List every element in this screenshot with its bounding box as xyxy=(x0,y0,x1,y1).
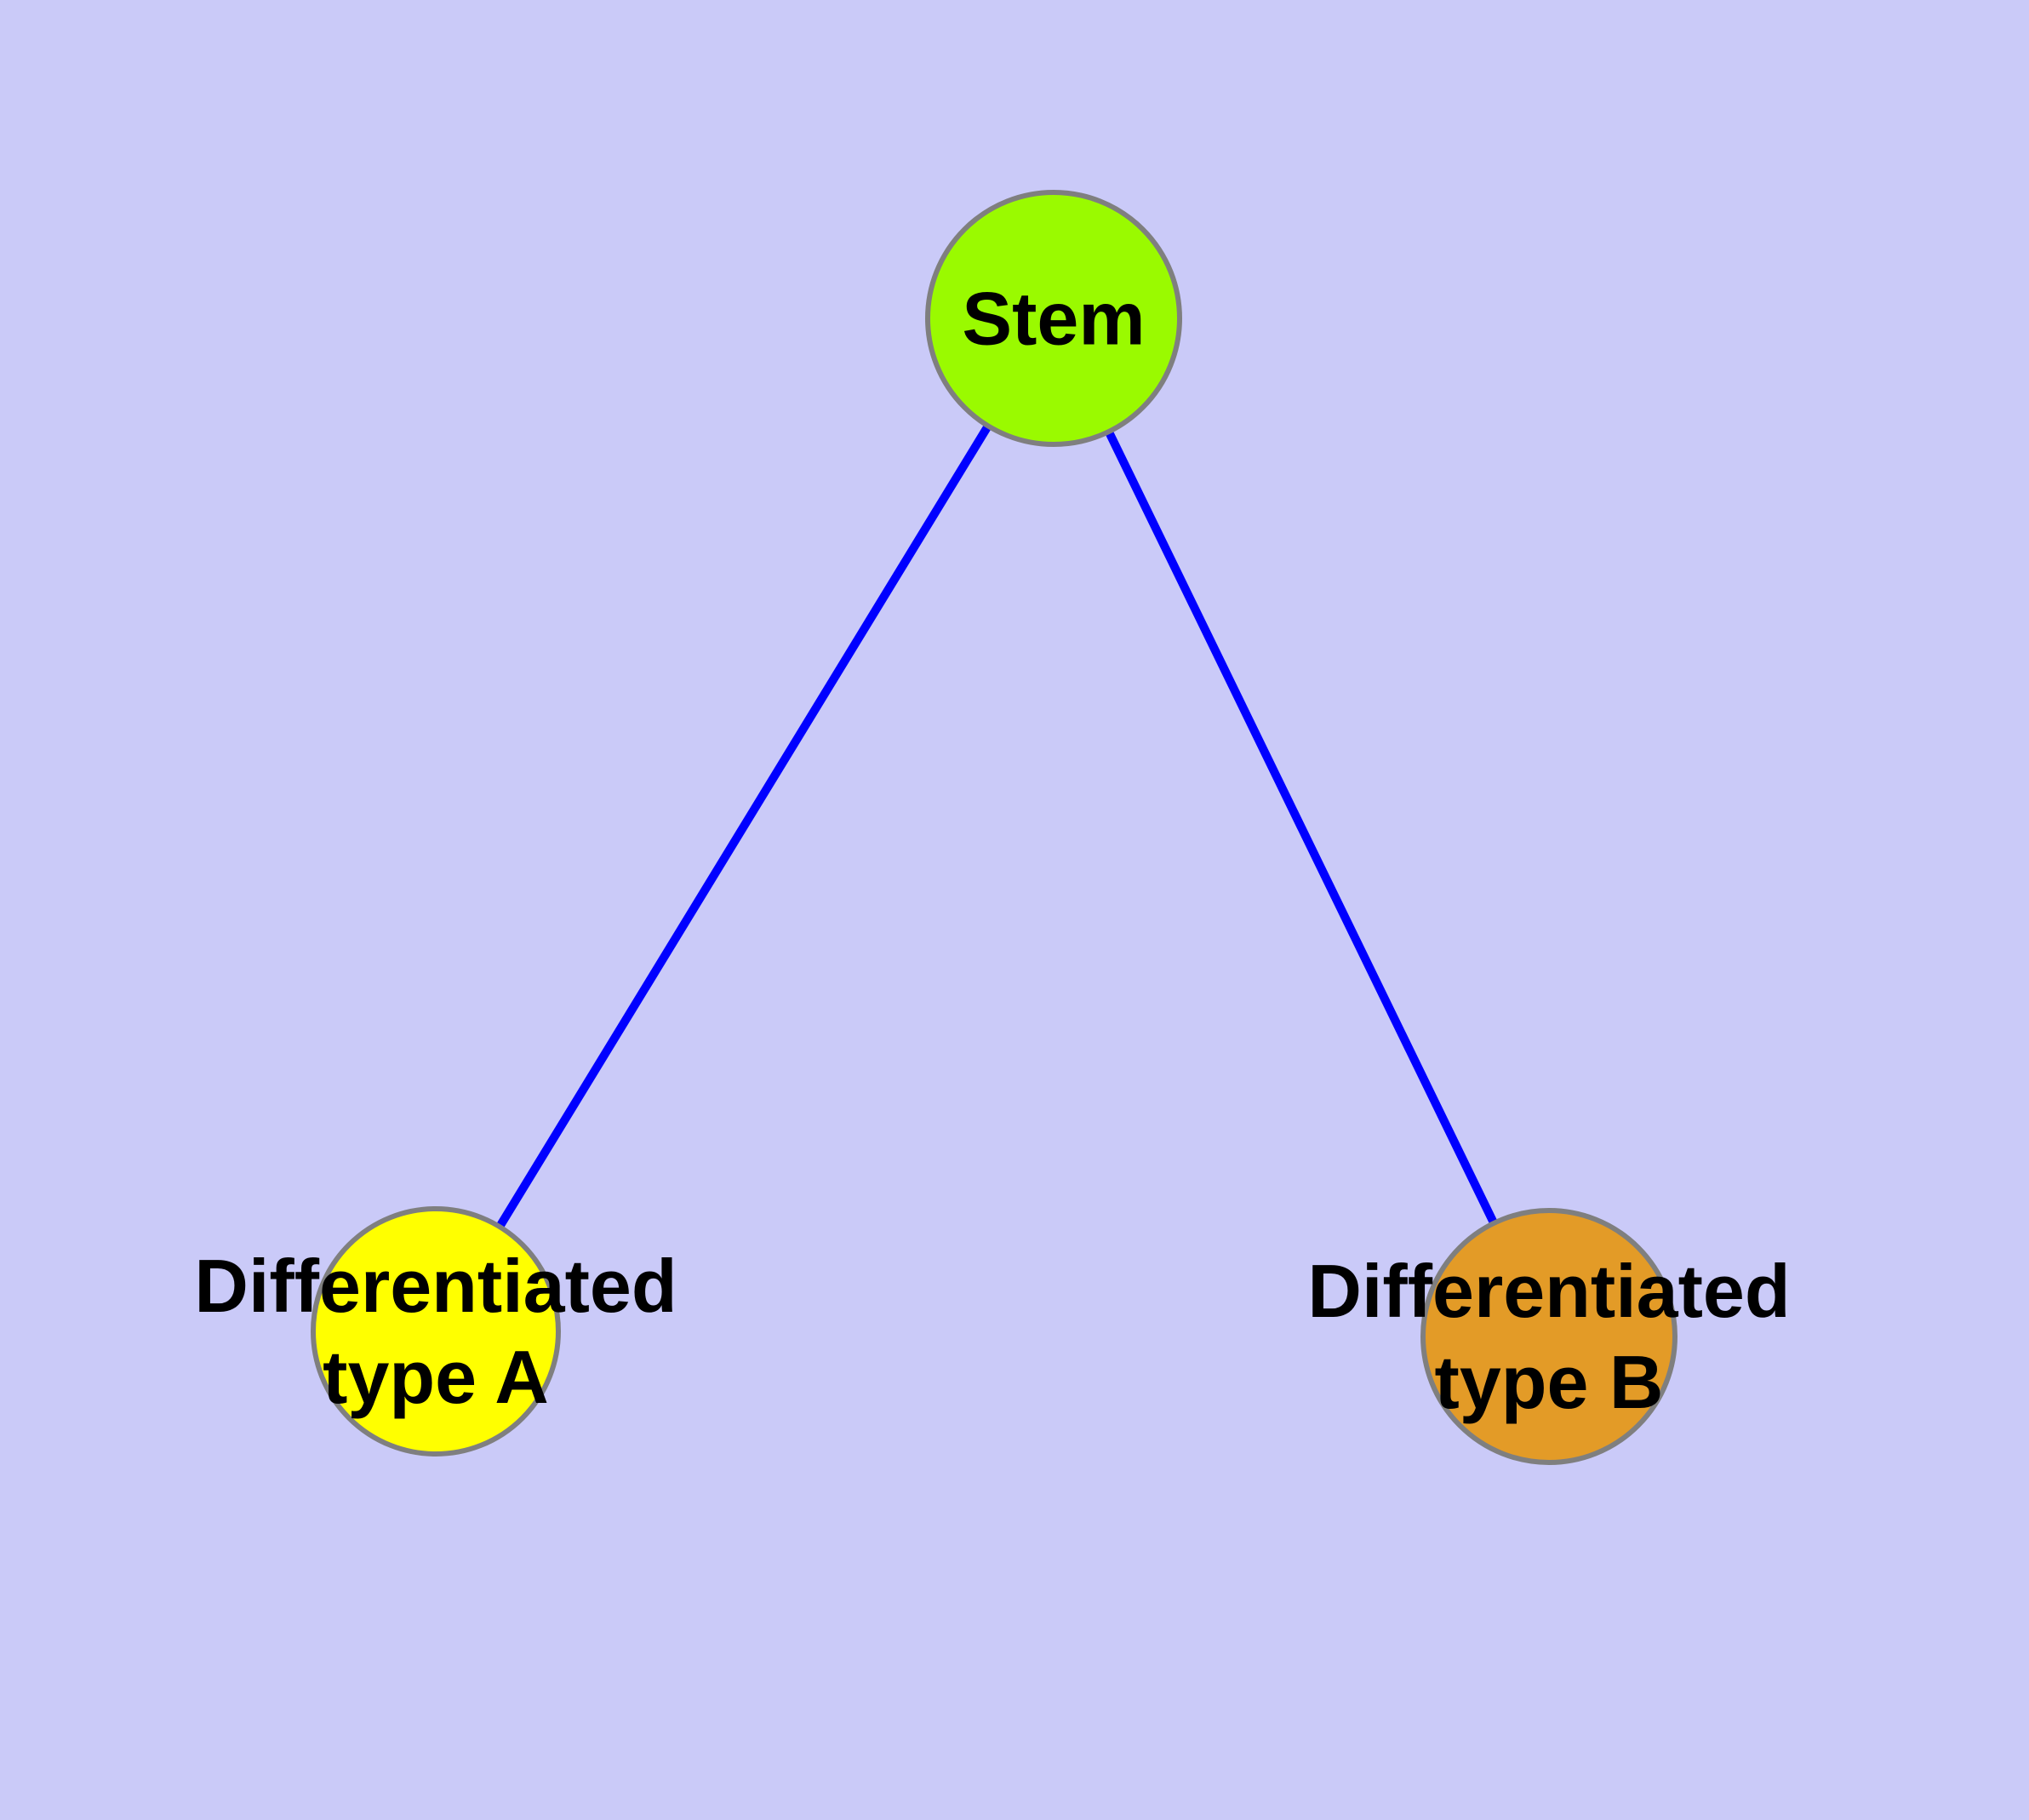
differentiated-type-a-node xyxy=(311,1206,561,1457)
differentiated-type-a-node-label-line-2: type A xyxy=(323,1335,549,1419)
stem-node-label-line-1: Stem xyxy=(962,276,1146,361)
stem-node xyxy=(925,190,1182,447)
differentiated-type-a-node-label-line-1: Differentiated xyxy=(194,1244,677,1328)
edge-stem-to-diff_b xyxy=(1049,316,1553,1339)
edge-stem-to-diff_a xyxy=(432,316,1058,1334)
differentiated-type-b-node-label-line-1: Differentiated xyxy=(1307,1249,1791,1333)
differentiated-type-b-node-label-line-2: type B xyxy=(1434,1340,1664,1424)
stem-node-label: Stem xyxy=(962,273,1145,364)
differentiated-type-b-node xyxy=(1420,1208,1677,1465)
